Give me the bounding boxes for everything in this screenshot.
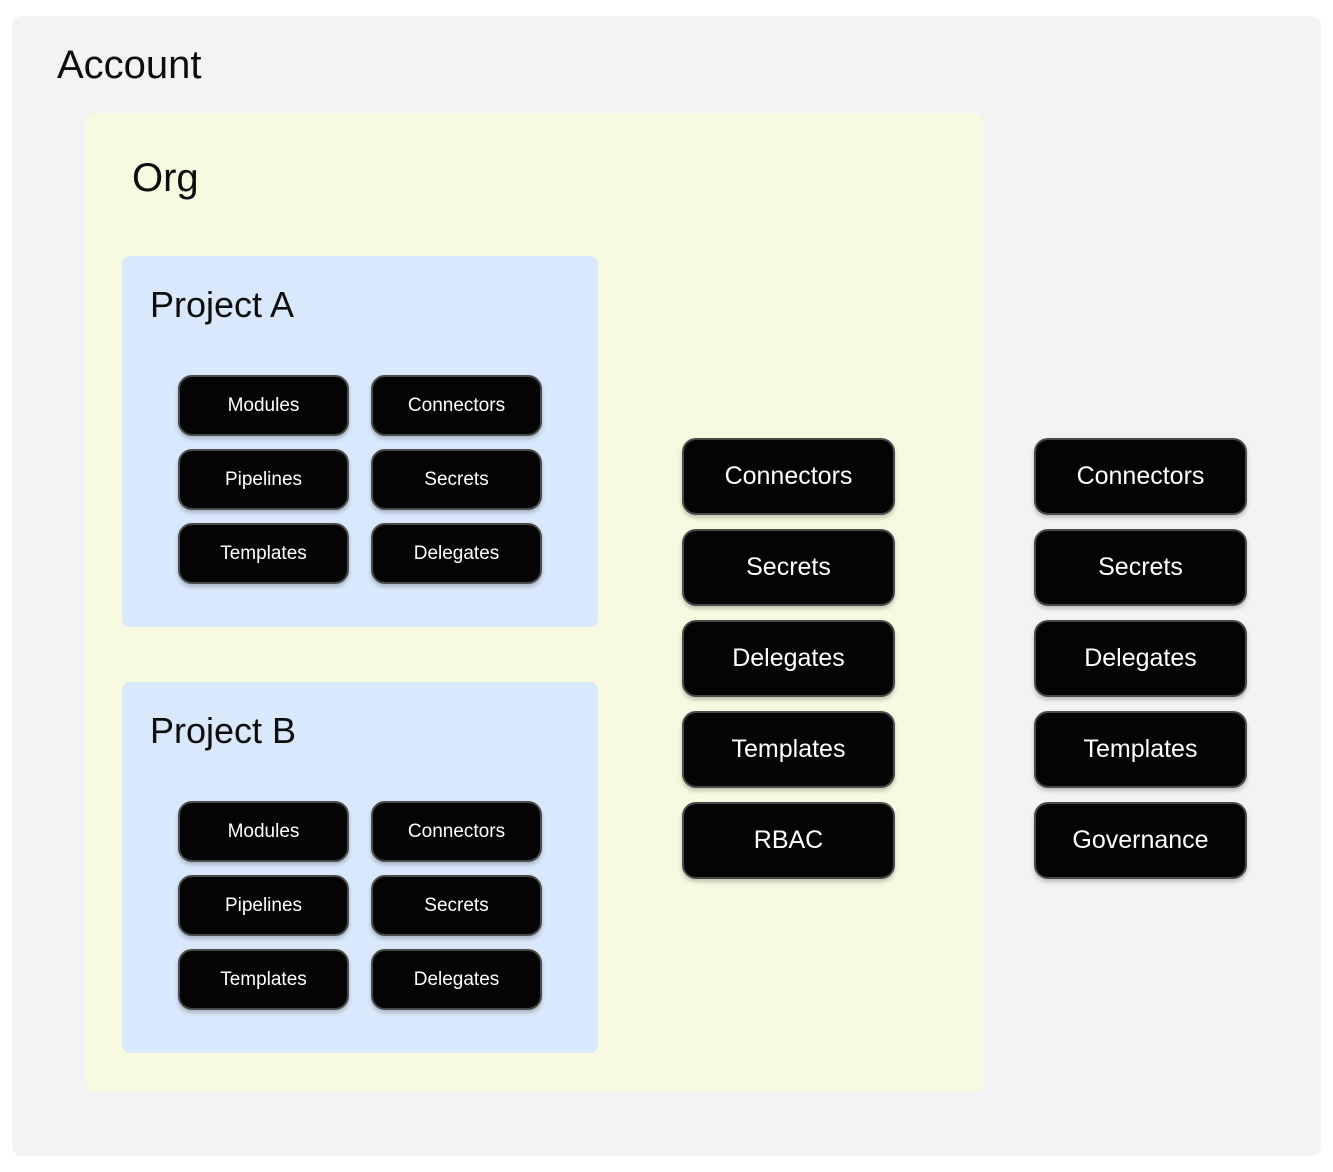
account-node-secrets: Secrets [1034,529,1247,606]
org-title: Org [132,156,199,200]
project-a-node-grid: Modules Connectors Pipelines Secrets Tem… [178,375,542,584]
org-node-delegates: Delegates [682,620,895,697]
org-node-secrets: Secrets [682,529,895,606]
org-container: Org Project A Modules Connectors Pipelin… [86,113,983,1092]
project-b-title: Project B [150,710,297,751]
project-a-container: Project A Modules Connectors Pipelines S… [122,256,598,627]
project-a-node-connectors: Connectors [371,375,542,436]
project-a-node-modules: Modules [178,375,349,436]
project-b-node-grid: Modules Connectors Pipelines Secrets Tem… [178,801,542,1010]
project-b-node-pipelines: Pipelines [178,875,349,936]
project-b-node-delegates: Delegates [371,949,542,1010]
org-node-templates: Templates [682,711,895,788]
project-b-container: Project B Modules Connectors Pipelines S… [122,682,598,1053]
account-node-governance: Governance [1034,802,1247,879]
project-a-node-templates: Templates [178,523,349,584]
org-node-rbac: RBAC [682,802,895,879]
project-b-node-modules: Modules [178,801,349,862]
project-a-title: Project A [150,284,295,325]
project-a-node-delegates: Delegates [371,523,542,584]
project-a-node-pipelines: Pipelines [178,449,349,510]
project-b-node-connectors: Connectors [371,801,542,862]
project-b-node-templates: Templates [178,949,349,1010]
project-a-node-secrets: Secrets [371,449,542,510]
org-node-column: Connectors Secrets Delegates Templates R… [682,438,895,879]
account-title: Account [57,43,202,87]
account-node-connectors: Connectors [1034,438,1247,515]
account-node-delegates: Delegates [1034,620,1247,697]
account-container: Account Org Project A Modules Connectors… [12,16,1321,1156]
project-b-node-secrets: Secrets [371,875,542,936]
org-node-connectors: Connectors [682,438,895,515]
account-node-column: Connectors Secrets Delegates Templates G… [1034,438,1247,879]
account-node-templates: Templates [1034,711,1247,788]
